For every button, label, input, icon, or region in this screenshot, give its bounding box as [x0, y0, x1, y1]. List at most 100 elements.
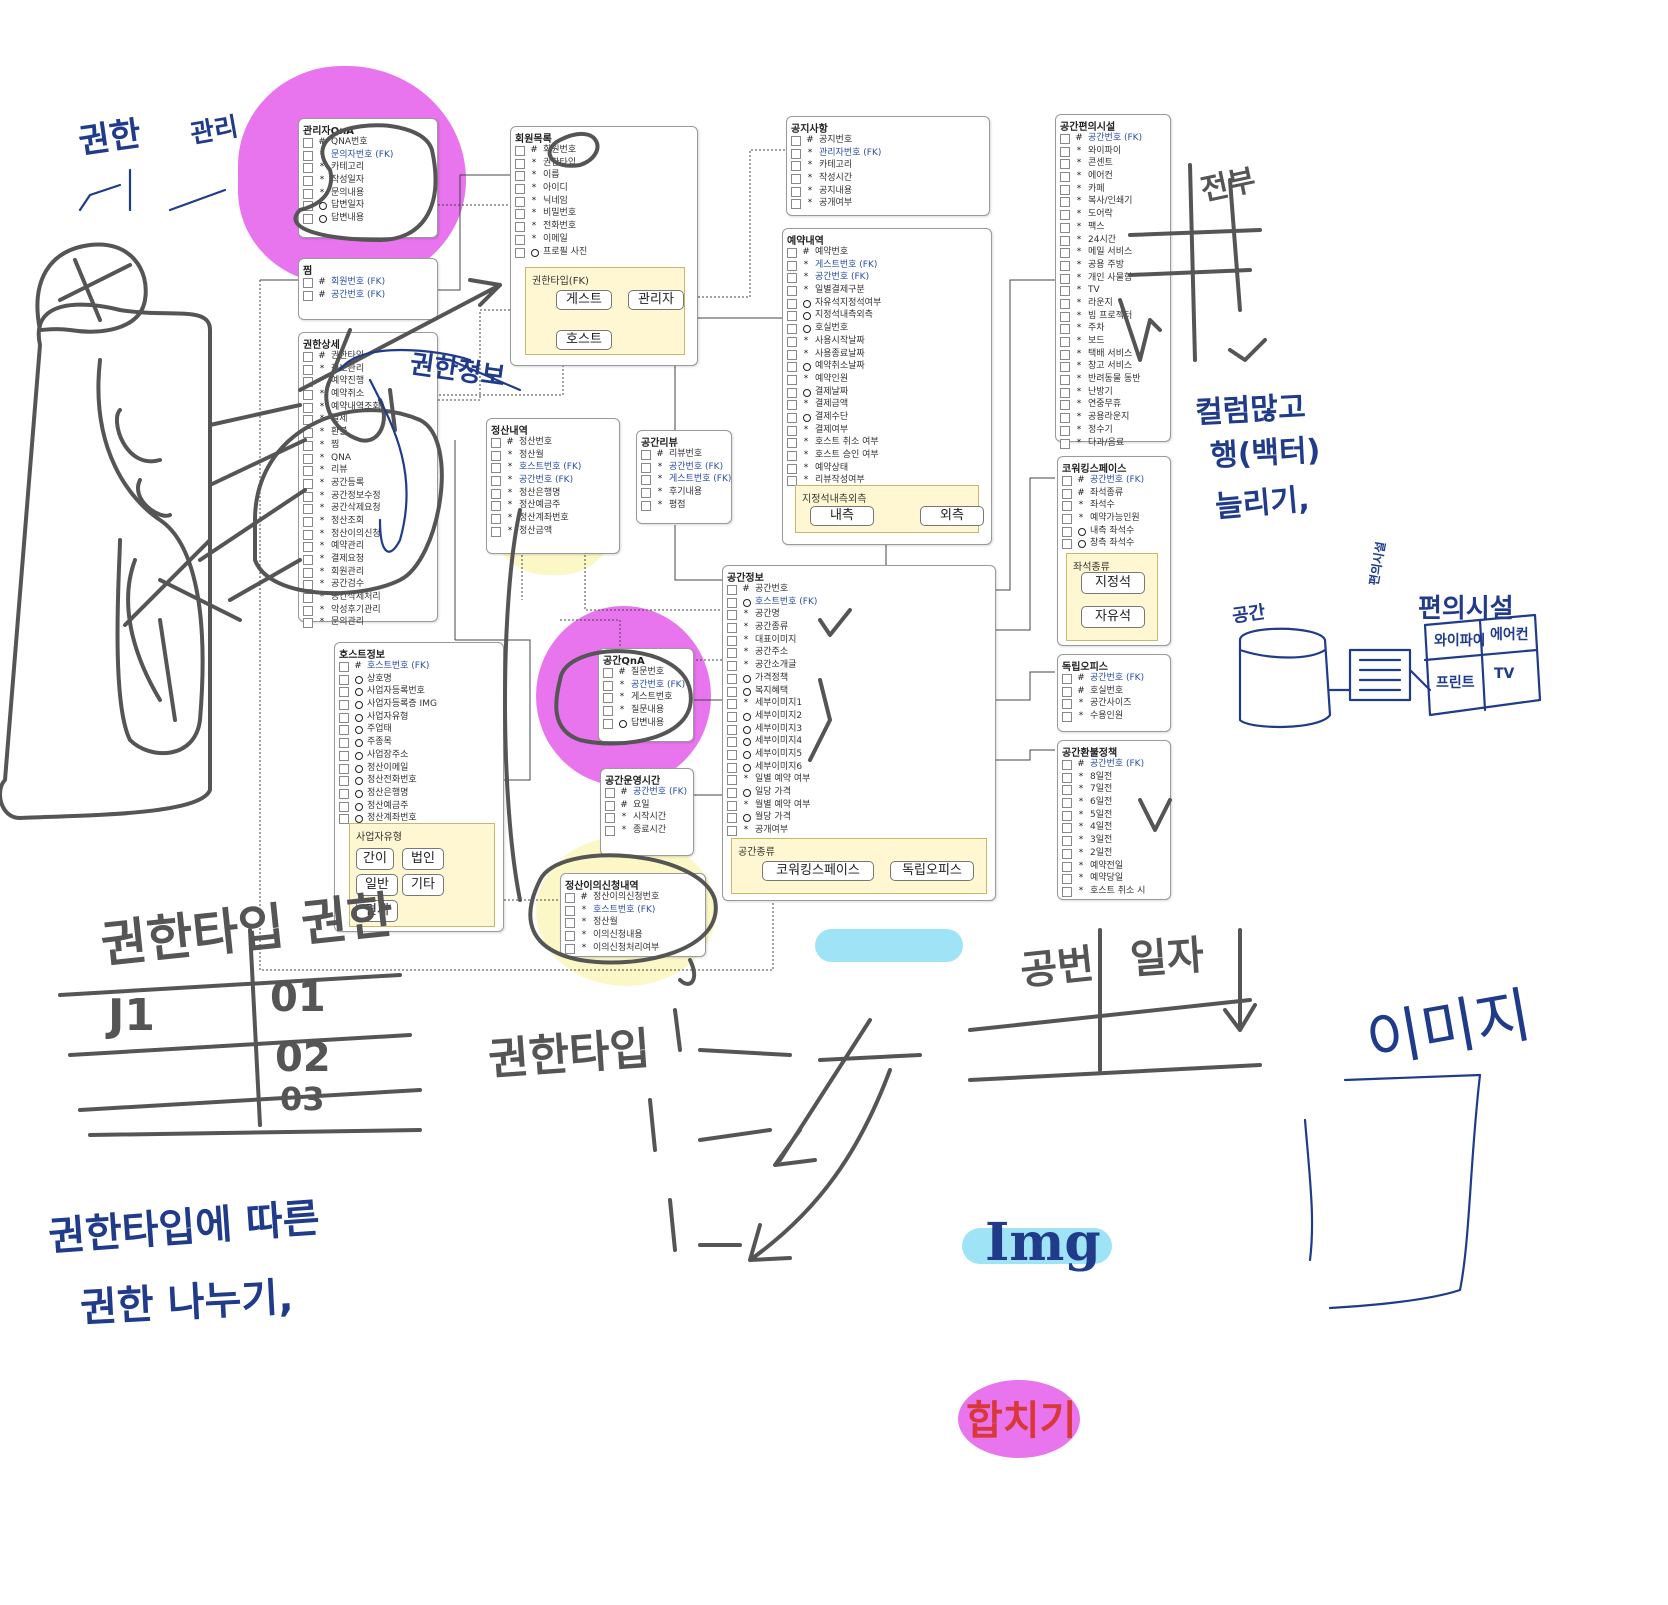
- attribute-checkbox[interactable]: [339, 725, 349, 736]
- entity-settlement[interactable]: 정산내역#정산번호*정산월*호스트번호 (FK)*공간번호 (FK)*정산은행명…: [486, 418, 620, 554]
- attribute-checkbox[interactable]: [1060, 273, 1070, 284]
- attribute-checkbox[interactable]: [787, 311, 797, 322]
- attribute-checkbox[interactable]: [727, 775, 737, 786]
- attribute-checkbox[interactable]: [641, 462, 651, 473]
- attribute-checkbox[interactable]: [603, 706, 613, 717]
- attribute-checkbox[interactable]: [727, 648, 737, 659]
- attribute-checkbox[interactable]: [303, 163, 313, 174]
- entity-notice[interactable]: 공지사항#공지번호*관리자번호 (FK)*카테고리*작성시간*공지내용*공개여부: [786, 116, 990, 216]
- attribute-checkbox[interactable]: [303, 593, 313, 604]
- attribute-checkbox[interactable]: [1060, 248, 1070, 259]
- attribute-checkbox[interactable]: [603, 668, 613, 678]
- attribute-checkbox[interactable]: [787, 387, 797, 398]
- subtype-button[interactable]: 기타: [402, 874, 444, 896]
- attribute-checkbox[interactable]: [1062, 848, 1072, 859]
- attribute-checkbox[interactable]: [565, 943, 575, 954]
- attribute-checkbox[interactable]: [1062, 874, 1072, 885]
- attribute-checkbox[interactable]: [339, 662, 349, 672]
- attribute-checkbox[interactable]: [303, 453, 313, 464]
- entity-settlement-objection[interactable]: 정산이의신청내역#정산이의신청번호*호스트번호 (FK)*정산월*이의신청내용*…: [560, 873, 706, 957]
- attribute-checkbox[interactable]: [1062, 861, 1072, 872]
- attribute-checkbox[interactable]: [787, 438, 797, 449]
- attribute-checkbox[interactable]: [605, 788, 615, 798]
- attribute-checkbox[interactable]: [565, 905, 575, 916]
- attribute-checkbox[interactable]: [303, 555, 313, 565]
- attribute-checkbox[interactable]: [339, 712, 349, 723]
- attribute-checkbox[interactable]: [727, 686, 737, 697]
- attribute-checkbox[interactable]: [641, 475, 651, 486]
- attribute-checkbox[interactable]: [1062, 488, 1072, 499]
- attribute-checkbox[interactable]: [565, 931, 575, 942]
- attribute-checkbox[interactable]: [303, 290, 313, 301]
- attribute-checkbox[interactable]: [787, 362, 797, 373]
- attribute-checkbox[interactable]: [339, 750, 349, 761]
- subtype-button[interactable]: 코워킹스페이스: [762, 861, 874, 881]
- attribute-checkbox[interactable]: [1060, 146, 1070, 157]
- attribute-checkbox[interactable]: [727, 661, 737, 672]
- attribute-checkbox[interactable]: [727, 699, 737, 710]
- attribute-checkbox[interactable]: [727, 585, 737, 595]
- attribute-checkbox[interactable]: [515, 171, 525, 182]
- attribute-checkbox[interactable]: [339, 700, 349, 711]
- attribute-checkbox[interactable]: [565, 893, 575, 903]
- attribute-checkbox[interactable]: [791, 186, 801, 197]
- attribute-checkbox[interactable]: [303, 377, 313, 388]
- attribute-checkbox[interactable]: [1060, 362, 1070, 373]
- attribute-checkbox[interactable]: [1060, 387, 1070, 398]
- attribute-checkbox[interactable]: [605, 826, 615, 837]
- attribute-checkbox[interactable]: [303, 491, 313, 502]
- attribute-checkbox[interactable]: [1060, 438, 1070, 449]
- attribute-checkbox[interactable]: [1060, 222, 1070, 233]
- attribute-checkbox[interactable]: [1062, 836, 1072, 847]
- entity-amenities[interactable]: 공간편의시설#공간번호 (FK)*와이파이*콘센트*에어컨*카페*복사/인쇄기*…: [1055, 114, 1171, 449]
- attribute-checkbox[interactable]: [303, 605, 313, 616]
- attribute-checkbox[interactable]: [1062, 823, 1072, 834]
- attribute-checkbox[interactable]: [303, 516, 313, 527]
- attribute-checkbox[interactable]: [603, 680, 613, 691]
- attribute-checkbox[interactable]: [603, 718, 613, 729]
- attribute-checkbox[interactable]: [1060, 172, 1070, 183]
- attribute-checkbox[interactable]: [303, 138, 313, 148]
- attribute-checkbox[interactable]: [303, 352, 313, 362]
- attribute-checkbox[interactable]: [727, 826, 737, 837]
- attribute-checkbox[interactable]: [303, 402, 313, 413]
- attribute-checkbox[interactable]: [515, 184, 525, 195]
- attribute-checkbox[interactable]: [339, 674, 349, 685]
- attribute-checkbox[interactable]: [1062, 886, 1072, 897]
- attribute-checkbox[interactable]: [491, 501, 501, 512]
- attribute-checkbox[interactable]: [303, 504, 313, 515]
- attribute-checkbox[interactable]: [727, 800, 737, 811]
- attribute-checkbox[interactable]: [303, 176, 313, 187]
- attribute-checkbox[interactable]: [787, 260, 797, 271]
- subtype-button[interactable]: 면세: [356, 900, 398, 922]
- attribute-checkbox[interactable]: [303, 214, 313, 225]
- attribute-checkbox[interactable]: [641, 488, 651, 499]
- attribute-checkbox[interactable]: [339, 763, 349, 774]
- attribute-checkbox[interactable]: [1060, 159, 1070, 170]
- attribute-checkbox[interactable]: [641, 450, 651, 460]
- attribute-checkbox[interactable]: [1062, 785, 1072, 796]
- attribute-checkbox[interactable]: [491, 438, 501, 448]
- attribute-checkbox[interactable]: [515, 234, 525, 245]
- attribute-checkbox[interactable]: [491, 514, 501, 525]
- subtype-button[interactable]: 외측: [920, 506, 984, 526]
- attribute-checkbox[interactable]: [515, 209, 525, 220]
- attribute-checkbox[interactable]: [303, 428, 313, 439]
- attribute-checkbox[interactable]: [787, 273, 797, 284]
- attribute-checkbox[interactable]: [303, 150, 313, 161]
- attribute-checkbox[interactable]: [515, 196, 525, 207]
- attribute-checkbox[interactable]: [787, 286, 797, 297]
- attribute-checkbox[interactable]: [1060, 349, 1070, 360]
- attribute-checkbox[interactable]: [303, 542, 313, 553]
- attribute-checkbox[interactable]: [727, 635, 737, 646]
- attribute-checkbox[interactable]: [787, 476, 797, 487]
- attribute-checkbox[interactable]: [1062, 686, 1072, 697]
- attribute-checkbox[interactable]: [339, 801, 349, 812]
- attribute-checkbox[interactable]: [1062, 476, 1072, 486]
- attribute-checkbox[interactable]: [1062, 712, 1072, 723]
